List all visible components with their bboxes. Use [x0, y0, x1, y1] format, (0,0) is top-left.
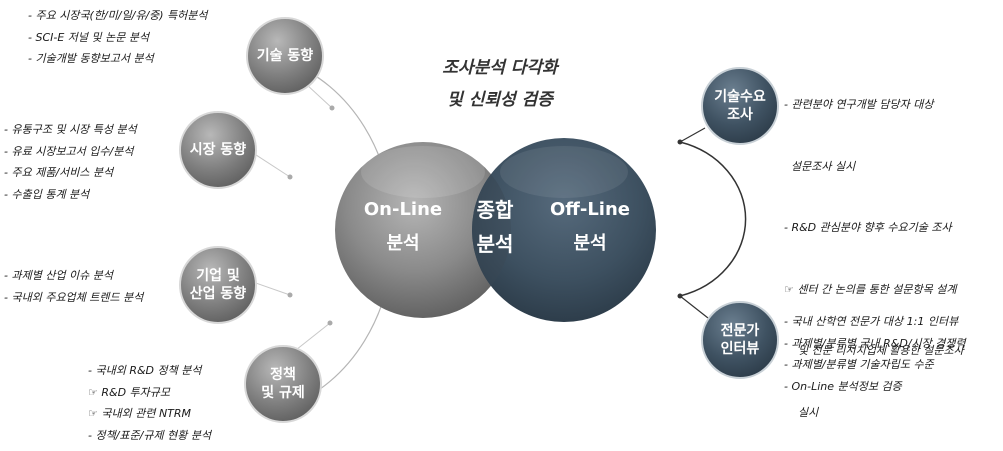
node-circle-industry [179, 246, 257, 324]
venn-highlight [361, 146, 485, 198]
connector-line-industry [252, 281, 291, 296]
connector-line-expert [679, 295, 709, 319]
connector-dot [677, 139, 683, 145]
list-item: ☞ R&D 투자규모 [88, 385, 171, 399]
node-label-policy: 정책 및 규제 [261, 367, 305, 401]
node-label-expert: 전문가 인터뷰 [720, 323, 760, 357]
venn-offline-label: Off-Line 분석 [540, 193, 640, 261]
list-item: - SCI-E 저널 및 논문 분석 [28, 30, 150, 44]
list-item: - 국내외 주요업체 트렌드 분석 [4, 290, 144, 304]
list-industry: - 과제별 산업 이슈 분석 - 국내외 주요업체 트렌드 분석 [4, 266, 143, 309]
connector-line-demand [679, 127, 706, 143]
list-item: 및 전문 리서치업체 활용한 설문조사 [784, 344, 964, 357]
list-item: - 과제별 산업 이슈 분석 [4, 269, 114, 282]
node-circle-demand [701, 67, 779, 145]
list-item: - 기술개발 동향보고서 분석 [28, 52, 154, 65]
list-item: - 수출입 통계 분석 [4, 187, 90, 201]
right-connector-arc [679, 141, 747, 297]
venn-online-circle [335, 142, 511, 318]
venn-online-label: On-Line 분석 [358, 193, 448, 261]
venn-offline-line1: Off-Line [549, 199, 630, 220]
venn-highlight [500, 146, 628, 198]
list-expert: - 국내 산학연 전문가 대상 1:1 인터뷰 - 과제별/분류별 국내 R&D… [784, 312, 966, 398]
list-item: - On-Line 분석정보 검증 [784, 379, 902, 393]
list-item: 실시 [784, 405, 819, 419]
connector-dot [287, 174, 293, 180]
node-circle-market [179, 111, 257, 189]
list-item: - R&D 관심분야 향후 수요기술 조사 [784, 221, 952, 234]
connector-line-market [252, 152, 291, 178]
list-item: - 정책/표준/규제 현황 분석 [88, 428, 212, 442]
list-item: ☞ 국내외 관련 NTRM [88, 407, 192, 420]
venn-online-line1: On-Line [363, 199, 443, 220]
node-circle-tech [246, 17, 324, 95]
list-item: - 주요 시장국(한/미/일/유/중) 특허분석 [28, 9, 208, 22]
list-item: - 국내 산학연 전문가 대상 1:1 인터뷰 [784, 315, 959, 328]
list-item: ☞ 센터 간 논의를 통한 설문항목 설계 [784, 282, 957, 296]
title-line-1: 조사분석 다각화 [442, 58, 558, 78]
connector-dot [677, 293, 683, 299]
venn-center-label: 종합 분석 [463, 193, 527, 261]
connector-dot [287, 292, 293, 298]
list-tech: - 주요 시장국(한/미/일/유/중) 특허분석 - SCI-E 저널 및 논문… [28, 6, 208, 71]
list-market: - 유통구조 및 시장 특성 분석 - 유료 시장보고서 입수/분석 - 주요 … [4, 120, 137, 206]
node-circle-policy [244, 345, 322, 423]
node-label-tech: 기술 동향 [256, 48, 314, 64]
venn-center-line2: 분석 [476, 232, 514, 256]
diagram-title: 조사분석 다각화 및 신뢰성 검증 [395, 52, 605, 116]
list-item: - 유료 시장보고서 입수/분석 [4, 144, 134, 158]
venn-online-line2: 분석 [386, 233, 420, 254]
venn-offline-circle [472, 138, 656, 322]
node-label-market: 시장 동향 [189, 142, 247, 158]
list-item: 설문조사 실시 [784, 159, 856, 173]
venn-center-line1: 종합 [476, 198, 514, 222]
list-item: - 과제별/분류별 기술자립도 수준 [784, 358, 934, 371]
venn-offline-line2: 분석 [573, 233, 607, 254]
connector-dot [329, 105, 335, 111]
node-circle-expert [701, 301, 779, 379]
list-item: - 국내외 R&D 정책 분석 [88, 364, 202, 377]
list-demand: - 관련분야 연구개발 담당자 대상 설문조사 실시 - R&D 관심분야 향후… [784, 55, 964, 444]
list-item: - 관련분야 연구개발 담당자 대상 [784, 98, 934, 111]
list-item: - 유통구조 및 시장 특성 분석 [4, 123, 137, 136]
list-item: - 과제별/분류별 국내 R&D/시장 경쟁력 [784, 336, 966, 350]
node-label-industry: 기업 및 산업 동향 [189, 268, 247, 302]
title-line-2: 및 신뢰성 검증 [447, 90, 553, 110]
list-item: - 주요 제품/서비스 분석 [4, 166, 114, 179]
node-label-demand: 기술수요 조사 [714, 89, 766, 123]
list-policy: - 국내외 R&D 정책 분석 ☞ R&D 투자규모 ☞ 국내외 관련 NTRM… [88, 361, 211, 447]
connector-dot [327, 320, 333, 326]
